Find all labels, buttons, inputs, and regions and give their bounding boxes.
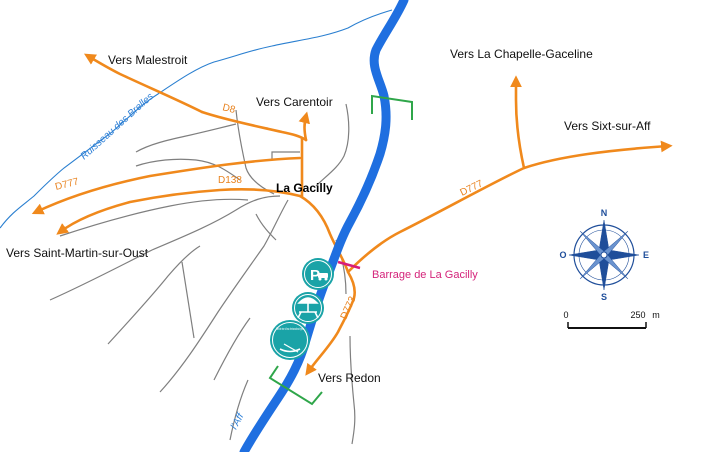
label-stream: Ruisseau des Brelles	[79, 91, 156, 162]
label-town: La Gacilly	[276, 181, 333, 195]
road-d777-east	[346, 140, 673, 274]
river-aff	[239, 0, 409, 452]
road-d8	[200, 110, 308, 142]
label-chapelle: Vers La Chapelle-Gaceline	[450, 47, 593, 61]
scale-end: 250	[630, 310, 645, 320]
label-d777-west: D777	[54, 176, 80, 193]
parking-icon: P	[310, 267, 320, 284]
label-dam: Barrage de La Gacilly	[372, 269, 478, 281]
bracket-south	[268, 365, 323, 406]
compass-east: E	[643, 250, 649, 260]
road-chapelle	[510, 75, 526, 170]
label-redon: Vers Redon	[318, 371, 381, 385]
dam-marker	[337, 260, 361, 270]
label-saint-martin: Vers Saint-Martin-sur-Oust	[6, 246, 149, 260]
scale-bar: 0 250 m	[563, 310, 660, 329]
compass-south: S	[601, 292, 607, 302]
canoe-launch-poi[interactable]: Point de mise à l'eau d'embarcations lég…	[270, 320, 310, 360]
canoe-launch-label: Point de mise à l'eau d'embarcations lég…	[276, 327, 304, 331]
bracket-north	[371, 94, 413, 120]
road-d773	[298, 194, 357, 376]
label-malestroit: Vers Malestroit	[108, 53, 188, 67]
compass-rose: N S O E	[559, 208, 649, 302]
canoe-launch-icon	[279, 343, 301, 353]
label-carentoir: Vers Carentoir	[256, 95, 333, 109]
label-d8: D8	[221, 102, 236, 116]
scale-unit: m	[652, 310, 660, 320]
road-malestroit	[83, 53, 204, 114]
scale-start: 0	[563, 310, 568, 320]
stream-line	[0, 9, 393, 229]
parking-poi[interactable]: P	[302, 258, 334, 290]
label-d773: D773	[339, 295, 359, 322]
compass-north: N	[601, 208, 608, 218]
road-d138	[56, 187, 302, 235]
main-roads	[31, 53, 673, 376]
compass-west: O	[559, 250, 566, 260]
label-d138: D138	[218, 175, 242, 186]
picnic-icon	[297, 297, 319, 319]
picnic-poi[interactable]	[292, 292, 324, 324]
road-d777-west	[31, 156, 302, 215]
label-sixt: Vers Sixt-sur-Aff	[564, 119, 651, 133]
label-aff: l'Aff	[229, 411, 247, 432]
road-carentoir	[298, 111, 310, 142]
